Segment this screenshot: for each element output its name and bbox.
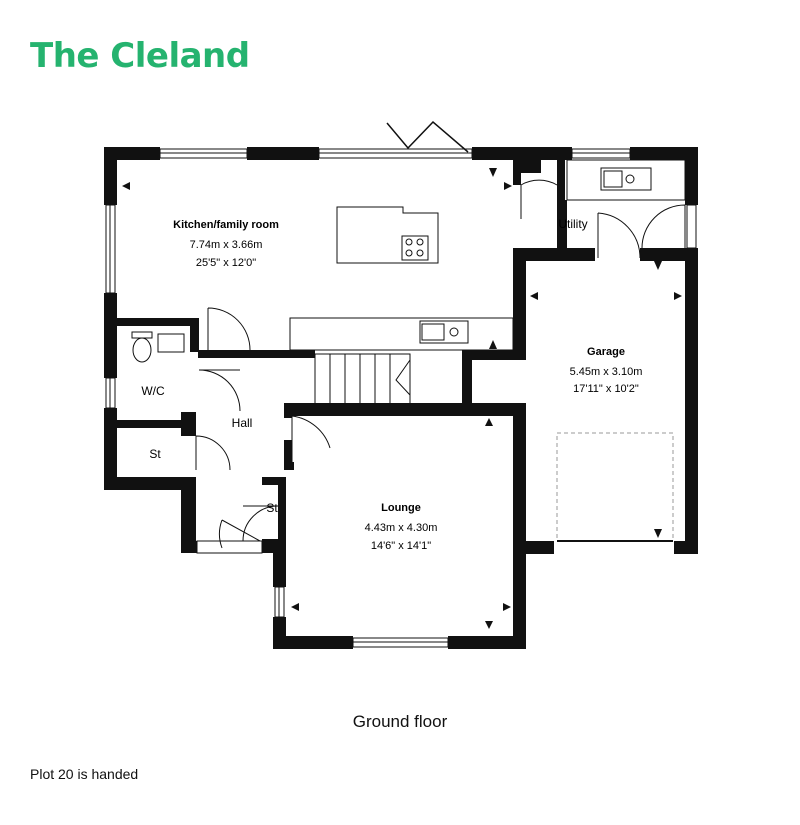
garage-imperial: 17'11" x 10'2": [573, 383, 639, 395]
kitchen-name: Kitchen/family room: [173, 219, 279, 231]
bifold-door: [386, 120, 469, 153]
garage-door: [556, 432, 674, 542]
store-2-name: St: [266, 501, 278, 515]
utility-sink-icon: [600, 167, 652, 191]
handed-note: Plot 20 is handed: [30, 766, 139, 782]
utility-worktop: [566, 159, 686, 201]
staircase: [314, 353, 411, 406]
sink-icon: [419, 320, 469, 344]
basin-icon: [157, 333, 185, 353]
walls: [104, 147, 698, 649]
measure-arrows: [122, 168, 682, 629]
utility-name: Utility: [558, 217, 587, 231]
store-1-name: St: [149, 447, 161, 461]
wc-name: W/C: [141, 384, 165, 398]
kitchen-island: [336, 206, 439, 264]
garage-metric: 5.45m x 3.10m: [570, 366, 643, 378]
kitchen-worktop: [289, 317, 514, 351]
lounge-imperial: 14'6" x 14'1": [371, 540, 431, 552]
kitchen-imperial: 25'5" x 12'0": [196, 257, 256, 269]
hob-icon: [401, 235, 429, 261]
hall-name: Hall: [232, 416, 253, 430]
garage-name: Garage: [587, 346, 625, 358]
floor-caption: Ground floor: [352, 712, 448, 731]
doors: [195, 179, 686, 549]
lounge-name: Lounge: [381, 502, 421, 514]
windows: [105, 148, 697, 648]
plan-title: The Cleland: [30, 36, 250, 76]
kitchen-metric: 7.74m x 3.66m: [190, 239, 263, 251]
lounge-metric: 4.43m x 4.30m: [365, 522, 438, 534]
toilet-icon: [131, 331, 153, 363]
